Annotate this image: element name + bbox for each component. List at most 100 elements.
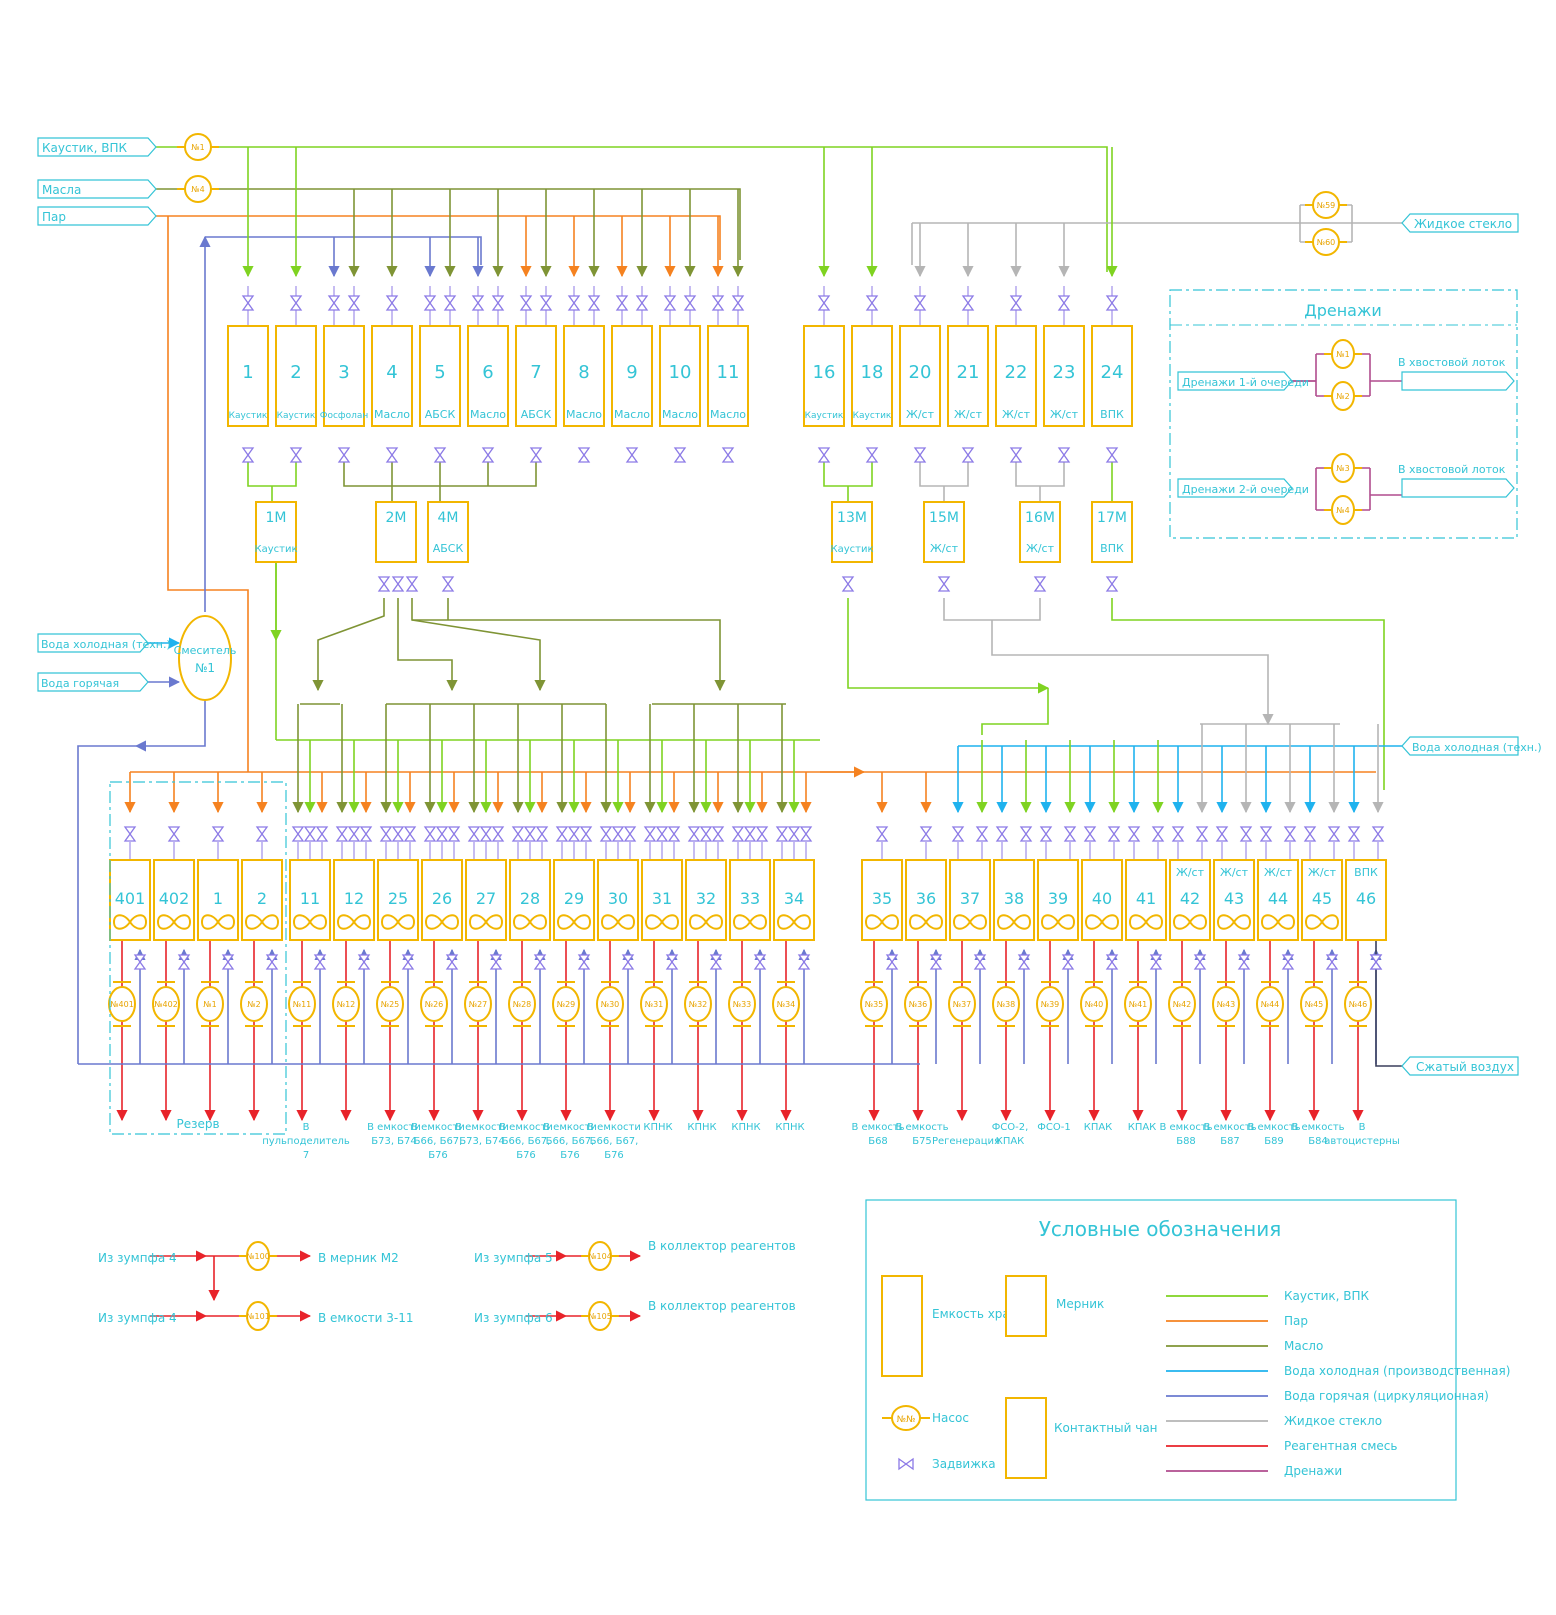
vat-destination-line: Б66, Б67, <box>590 1136 639 1147</box>
mixer: Смеситель №1 <box>174 615 236 701</box>
vat-destination-line: Регенерация <box>932 1136 1000 1147</box>
storage-tank-number: 11 <box>717 362 740 383</box>
valve-shape <box>1151 826 1165 842</box>
legend-measurer: Мерник <box>1056 1297 1104 1311</box>
pump-body <box>240 986 268 1022</box>
pipe <box>205 236 482 265</box>
valve-icon <box>1033 576 1047 592</box>
valve-icon <box>489 954 503 970</box>
pump-body <box>728 986 756 1022</box>
vat-destination-line: Б75 <box>912 1136 932 1147</box>
pump-body <box>1331 339 1355 369</box>
pipe <box>1375 940 1402 1067</box>
pump-label: №401 <box>110 1000 134 1009</box>
valve-icon <box>211 826 225 842</box>
reserve-frame <box>109 781 287 1135</box>
valve-icon <box>1039 826 1053 842</box>
pump-body <box>772 986 800 1022</box>
valve-shape <box>797 954 811 970</box>
valve-icon <box>731 826 745 842</box>
valve-shape <box>523 826 537 842</box>
pump-label: №39 <box>1041 1000 1060 1009</box>
measurer-number: 15М <box>929 510 959 526</box>
contact-vat: 39 <box>1037 859 1079 941</box>
pipe <box>943 598 1041 621</box>
valve-icon <box>359 826 373 842</box>
pump-body <box>1312 228 1340 256</box>
contact-vat-body <box>289 859 331 941</box>
pump-label: №4 <box>191 185 204 194</box>
pump-body <box>1080 986 1108 1022</box>
contact-vat: 36 <box>905 859 947 941</box>
contact-vat-body <box>993 859 1035 941</box>
valve-shape <box>755 826 769 842</box>
valve-shape <box>919 826 933 842</box>
valve-shape <box>241 447 255 463</box>
valve-shape <box>403 826 417 842</box>
valve-shape <box>1215 826 1229 842</box>
pump-body <box>992 986 1020 1022</box>
contact-vat-number: 12 <box>344 889 364 908</box>
contact-vat-number: 34 <box>784 889 804 908</box>
pump-body <box>1036 986 1064 1022</box>
valve-icon <box>1019 826 1033 842</box>
storage-tank-label: ВПК <box>1100 408 1124 421</box>
storage-tank-label: Масло <box>374 408 410 421</box>
storage-tank-number: 8 <box>578 362 589 383</box>
valve-shape <box>975 826 989 842</box>
storage-tank-number: 9 <box>626 362 637 383</box>
measurer-body <box>1019 501 1061 563</box>
contact-vat-number: 2 <box>257 889 267 908</box>
vat-destination: КПНК <box>731 1122 760 1133</box>
valve-shape <box>423 826 437 842</box>
reserve-label: Резерв <box>176 1117 219 1131</box>
valve-shape <box>347 295 361 311</box>
contact-vat-body <box>153 859 195 941</box>
pipe <box>1015 462 1065 487</box>
valve-icon <box>337 447 351 463</box>
storage-tank-label: Каустик <box>853 411 892 421</box>
valve-shape <box>289 447 303 463</box>
drain-row1-out: В хвостовой лоток <box>1398 356 1506 369</box>
pump-icon: №35 <box>860 981 888 1027</box>
pipe <box>847 598 1050 694</box>
pump-body <box>948 986 976 1022</box>
agitator-icon <box>1216 914 1252 930</box>
valve-shape <box>435 826 449 842</box>
contact-vat-number: 45 <box>1312 889 1332 908</box>
valve-shape <box>665 954 679 970</box>
vat-destination-line: В емкость <box>1203 1122 1256 1133</box>
contact-vat: 27 <box>465 859 507 941</box>
valve-shape <box>167 826 181 842</box>
storage-tank-body <box>467 325 509 427</box>
pump-body <box>596 986 624 1022</box>
pump-body <box>1124 986 1152 1022</box>
valve-icon <box>1083 826 1097 842</box>
vat-destination: КПНК <box>643 1122 672 1133</box>
valve-icon <box>885 954 899 970</box>
vat-destination-line: Б87 <box>1220 1136 1240 1147</box>
contact-vat-body <box>465 859 507 941</box>
sump-2-to: В емкости 3-11 <box>318 1311 414 1325</box>
valve-shape <box>937 576 951 592</box>
vat-destination-line: Б73, Б74 <box>371 1136 417 1147</box>
contact-vat: 29 <box>553 859 595 941</box>
valve-shape <box>655 826 669 842</box>
valve-icon <box>919 826 933 842</box>
valve-icon <box>529 447 543 463</box>
contact-vat-number: 42 <box>1180 889 1200 908</box>
valve-icon <box>491 295 505 311</box>
pump-label: №2 <box>247 1000 260 1009</box>
vat-destination-line: Б84 <box>1308 1136 1328 1147</box>
storage-tank-body <box>227 325 269 427</box>
contact-vat-body <box>1345 859 1387 941</box>
storage-tank-body <box>611 325 653 427</box>
